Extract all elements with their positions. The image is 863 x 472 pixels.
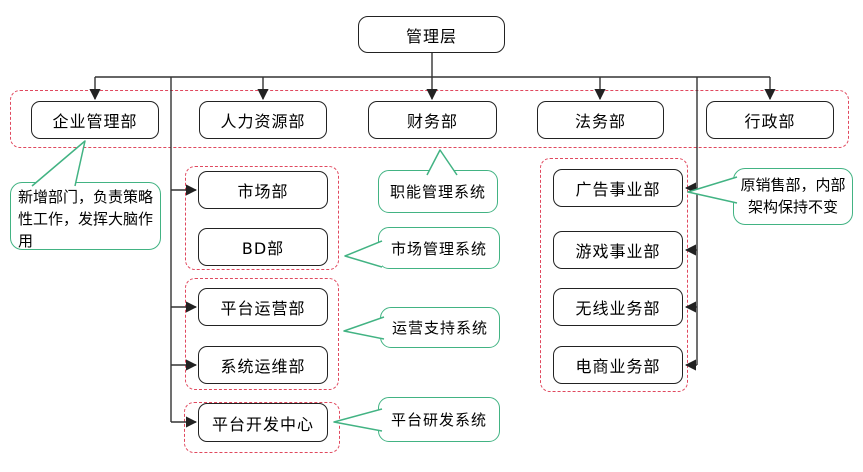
node-enterprise-management[interactable]: 企业管理部 (31, 101, 159, 139)
node-legal[interactable]: 法务部 (537, 101, 664, 139)
node-administration[interactable]: 行政部 (706, 101, 834, 139)
annotation-new-department: 新增部门，负责策略性工作，发挥大脑作用 (10, 182, 161, 250)
node-game-bu[interactable]: 游戏事业部 (553, 231, 683, 269)
dashed-group-business-units (540, 158, 688, 392)
dashed-group-market (185, 166, 339, 270)
annotation-former-sales: 原销售部，内部架构保持不变 (733, 168, 853, 225)
node-management[interactable]: 管理层 (358, 16, 505, 53)
node-market-dept[interactable]: 市场部 (198, 171, 328, 209)
dashed-group-operations (185, 278, 339, 390)
node-platform-dev-center[interactable]: 平台开发中心 (198, 403, 328, 442)
node-platform-operations[interactable]: 平台运营部 (198, 288, 328, 326)
callout-rd-system: 平台研发系统 (378, 397, 500, 442)
node-system-maintenance[interactable]: 系统运维部 (198, 346, 328, 384)
callout-operations-system: 运营支持系统 (380, 307, 500, 348)
callout-functional-system: 职能管理系统 (378, 170, 498, 213)
node-ecommerce-bu[interactable]: 电商业务部 (553, 346, 683, 384)
callout-market-system: 市场管理系统 (378, 227, 500, 269)
node-human-resources[interactable]: 人力资源部 (199, 101, 327, 139)
node-bd-dept[interactable]: BD部 (198, 228, 328, 266)
node-wireless-bu[interactable]: 无线业务部 (553, 288, 683, 326)
node-finance[interactable]: 财务部 (368, 101, 497, 139)
node-advertising-bu[interactable]: 广告事业部 (553, 169, 683, 207)
